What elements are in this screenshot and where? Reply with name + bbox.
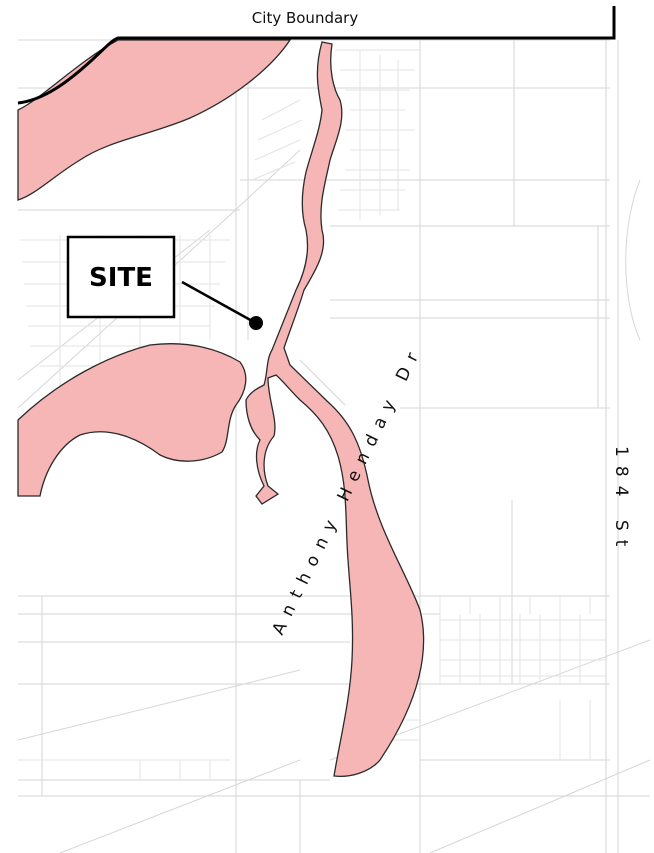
city-boundary-label: City Boundary <box>252 9 359 27</box>
city-boundary-line <box>17 6 616 105</box>
street-network <box>17 39 651 853</box>
site-label-box <box>66 235 176 319</box>
environmental-zones <box>17 39 425 778</box>
zone-west <box>17 343 247 497</box>
creek-channel <box>245 41 425 778</box>
site-label: SITE <box>89 263 153 293</box>
site-marker <box>249 316 263 330</box>
road-label-184-st: 184 St <box>611 446 631 555</box>
site-leader-line <box>181 280 255 324</box>
site-callout: SITE <box>66 235 263 330</box>
zone-northwest <box>17 39 292 201</box>
